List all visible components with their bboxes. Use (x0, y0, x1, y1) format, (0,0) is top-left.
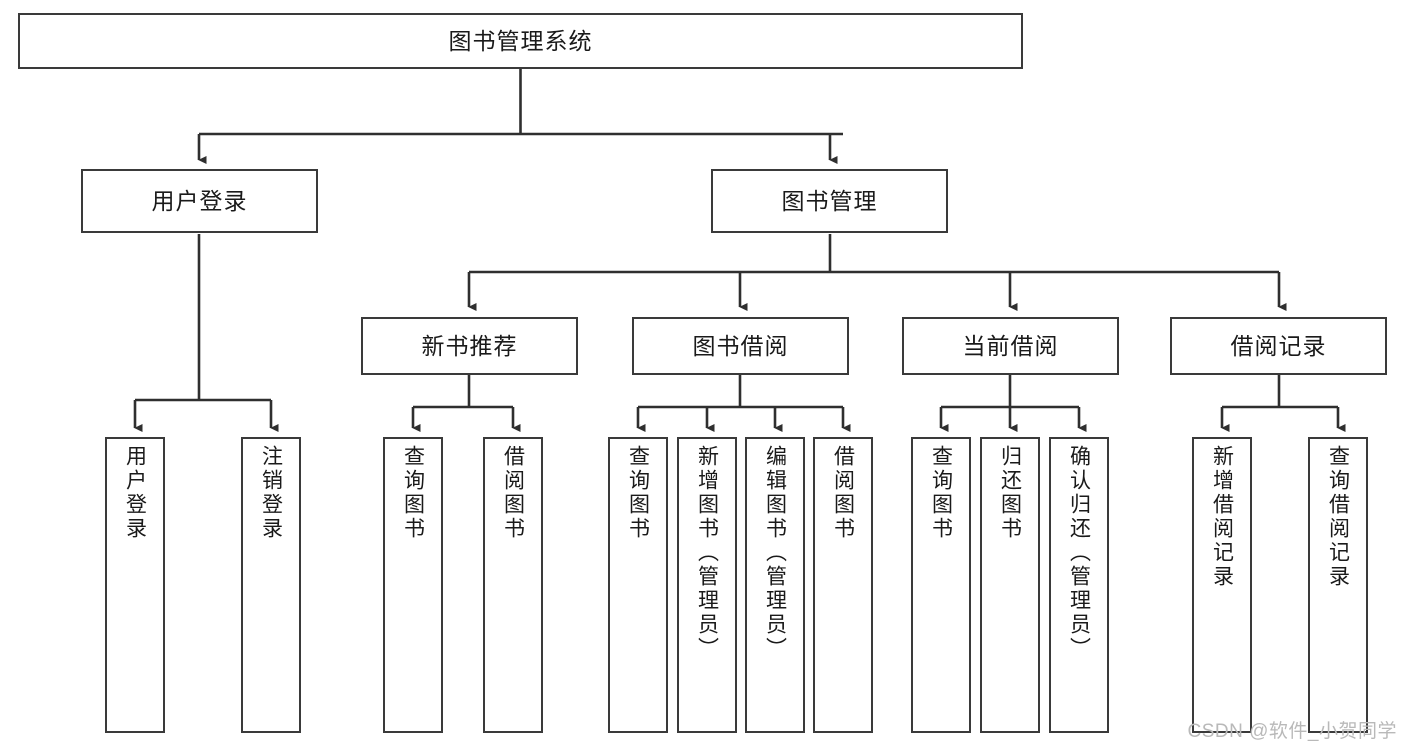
node-user-login[interactable]: 用户登录 (81, 169, 318, 233)
node-label: 用户登录 (151, 187, 248, 214)
node-borrowing-record[interactable]: 借阅记录 (1170, 317, 1387, 375)
leaf-edit-book-admin[interactable]: 编辑图书（管理员） (745, 437, 805, 733)
leaf-query-borrow-record[interactable]: 查询借阅记录 (1308, 437, 1368, 733)
leaf-query-book-borrow[interactable]: 查询图书 (608, 437, 668, 733)
leaf-return-book[interactable]: 归还图书 (980, 437, 1040, 733)
node-label: 借阅记录 (1230, 332, 1327, 359)
node-label: 借阅图书 (501, 445, 525, 541)
node-label: 图书借阅 (692, 332, 789, 359)
node-label: 确认归还（管理员） (1067, 445, 1091, 661)
node-book-borrowing[interactable]: 图书借阅 (632, 317, 849, 375)
node-label: 查询借阅记录 (1326, 445, 1350, 589)
leaf-add-book-admin[interactable]: 新增图书（管理员） (677, 437, 737, 733)
node-label: 图书管理 (781, 187, 878, 214)
node-label: 用户登录 (123, 445, 147, 541)
node-label: 归还图书 (998, 445, 1022, 541)
node-label: 编辑图书（管理员） (763, 445, 787, 661)
node-book-management[interactable]: 图书管理 (711, 169, 948, 233)
node-root-book-management-system[interactable]: 图书管理系统 (18, 13, 1023, 69)
node-label: 新增借阅记录 (1210, 445, 1234, 589)
leaf-add-borrow-record[interactable]: 新增借阅记录 (1192, 437, 1252, 733)
node-label: 图书管理系统 (448, 27, 593, 54)
leaf-query-book-current[interactable]: 查询图书 (911, 437, 971, 733)
leaf-query-book-recommend[interactable]: 查询图书 (383, 437, 443, 733)
node-current-borrowing[interactable]: 当前借阅 (902, 317, 1119, 375)
node-new-book-recommendation[interactable]: 新书推荐 (361, 317, 578, 375)
node-label: 新书推荐 (421, 332, 518, 359)
leaf-user-login[interactable]: 用户登录 (105, 437, 165, 733)
node-label: 新增图书（管理员） (695, 445, 719, 661)
node-label: 查询图书 (929, 445, 953, 541)
leaf-confirm-return-admin[interactable]: 确认归还（管理员） (1049, 437, 1109, 733)
node-label: 注销登录 (259, 445, 283, 541)
node-label: 查询图书 (626, 445, 650, 541)
leaf-borrow-book-recommend[interactable]: 借阅图书 (483, 437, 543, 733)
leaf-logout[interactable]: 注销登录 (241, 437, 301, 733)
node-label: 查询图书 (401, 445, 425, 541)
node-label: 当前借阅 (962, 332, 1059, 359)
node-label: 借阅图书 (831, 445, 855, 541)
csdn-watermark: CSDN @软件_小贺同学 (1187, 721, 1397, 742)
leaf-borrow-book[interactable]: 借阅图书 (813, 437, 873, 733)
